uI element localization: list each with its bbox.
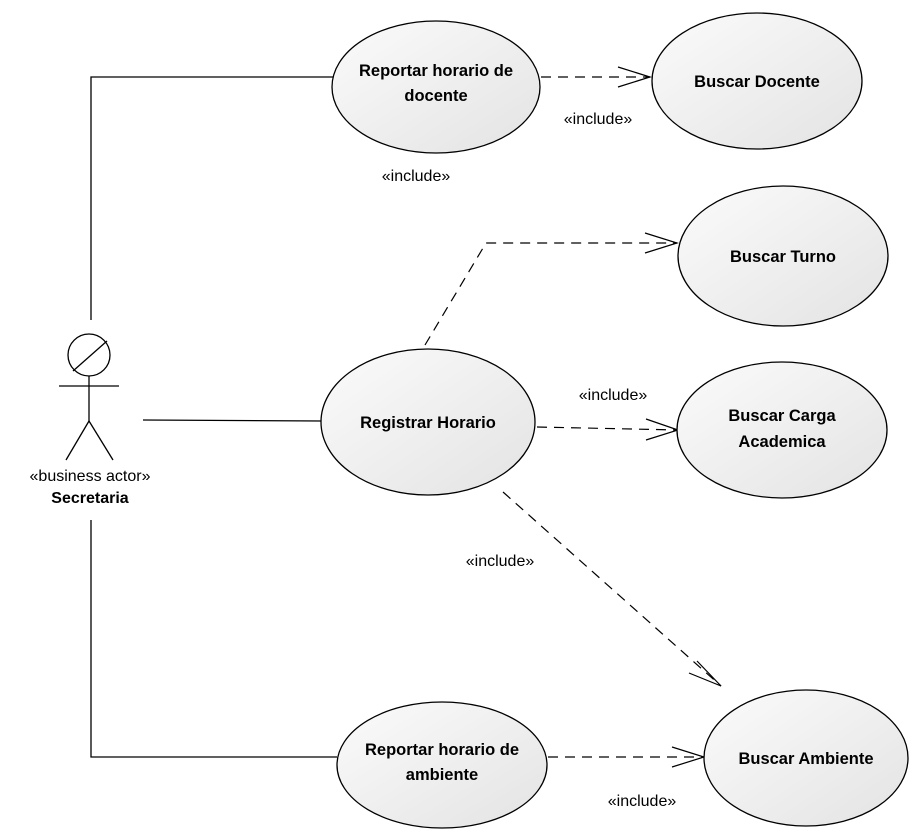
use-case-label: Buscar Carga [728,407,836,425]
actor-name: Secretaria [51,490,128,507]
use-case-buscar-ambiente[interactable]: Buscar Ambiente [703,689,909,827]
use-case-buscar-turno[interactable]: Buscar Turno [677,185,889,327]
arrowhead-turno [644,232,680,254]
business-actor-slash-icon [72,340,108,372]
actor-right-leg [88,420,114,461]
include-label-carga: «include» [579,387,648,404]
use-case-label: Reportar horario de [359,62,513,80]
use-case-registrar-horario[interactable]: Registrar Horario [320,348,536,496]
include-label-ambiente-registrar: «include» [466,553,535,570]
use-case-reportar-horario-docente[interactable]: Reportar horario de docente [331,20,541,154]
use-case-buscar-carga-academica[interactable]: Buscar Carga Academica [676,361,888,499]
include-edge-turno[interactable] [424,242,677,346]
use-case-label: Academica [738,433,826,451]
include-edge-ambiente-registrar[interactable] [502,491,722,687]
use-case-label: Reportar horario de [365,741,519,759]
use-case-label: Buscar Docente [694,73,820,91]
include-edge-carga[interactable] [536,426,679,431]
actor-left-leg [65,420,90,461]
use-case-label: Registrar Horario [360,414,496,432]
use-case-label: Buscar Ambiente [738,750,873,768]
association-reportar-docente[interactable] [90,76,335,320]
association-registrar-horario[interactable] [142,419,323,422]
actor-secretaria[interactable]: «business actor» Secretaria [30,333,151,507]
use-case-reportar-horario-ambiente[interactable]: Reportar horario de ambiente [336,701,548,829]
use-case-label: Buscar Turno [730,248,836,266]
use-case-buscar-docente[interactable]: Buscar Docente [651,12,863,150]
include-label-ambiente-reportar: «include» [608,793,677,810]
association-reportar-ambiente[interactable] [90,520,337,758]
use-case-label: docente [404,87,467,105]
arrowhead-docente [617,66,653,88]
include-label-turno: «include» [382,168,451,185]
use-case-label: ambiente [406,766,478,784]
actor-stereotype: «business actor» [30,468,151,485]
arrowhead-ambiente-registrar [688,660,722,687]
include-label-docente: «include» [564,111,633,128]
